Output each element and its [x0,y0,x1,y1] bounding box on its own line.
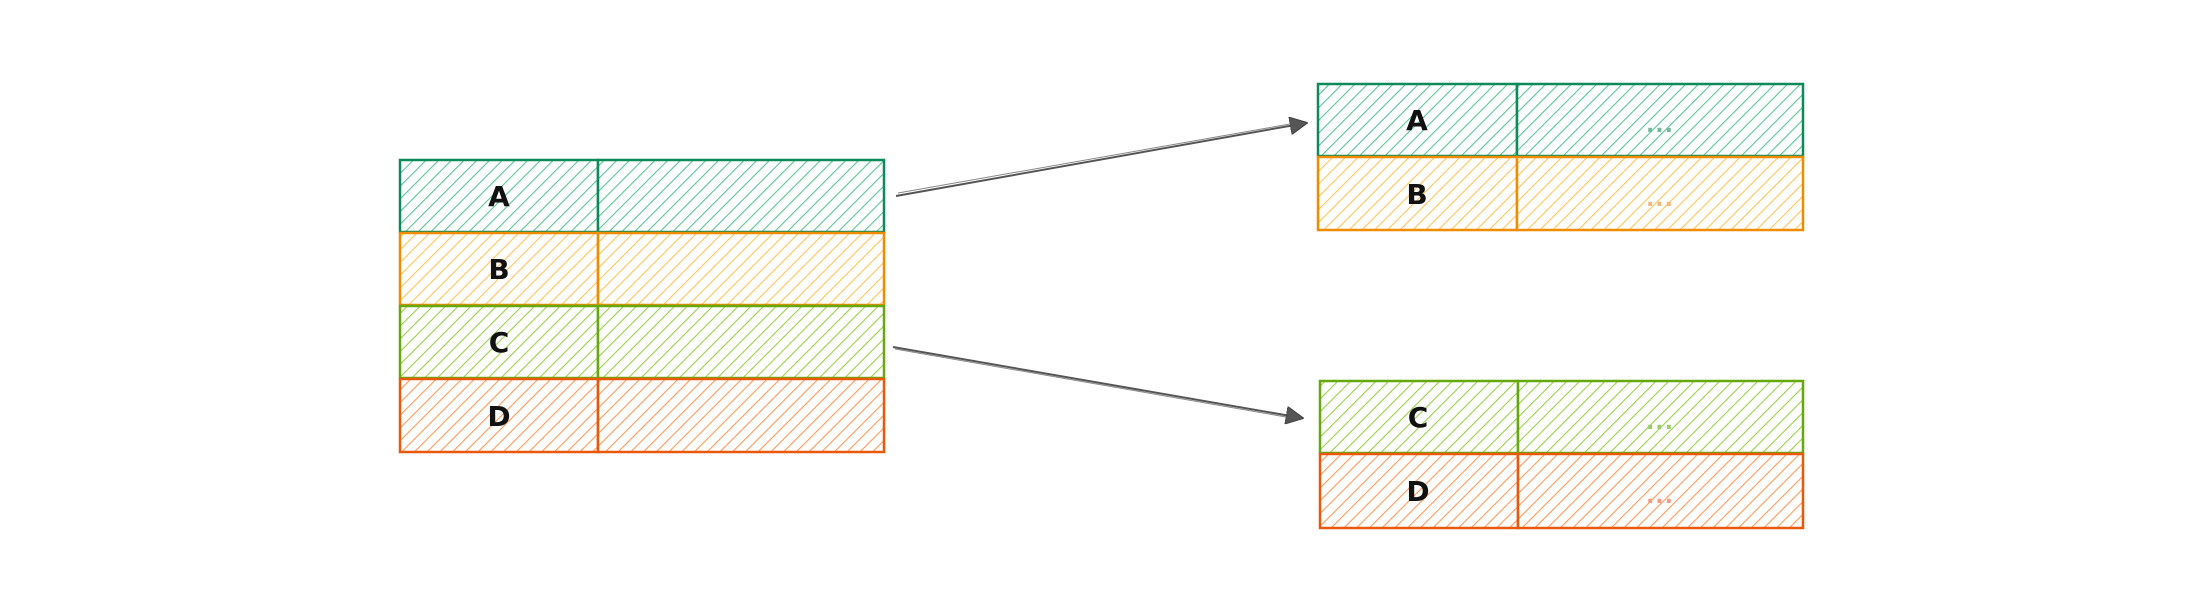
target-row-b-value-cell [1515,155,1805,232]
target-row-d: D ... [1318,452,1805,530]
source-row-b-key: B [488,253,509,286]
source-row-d: D [398,377,886,454]
source-row-a-value-cell [596,158,886,234]
target-row-a-key: A [1406,104,1428,137]
arrow-line-top [895,123,1306,197]
source-row-b-value-cell [596,231,886,307]
target-table-ab: A ... B ... [1316,82,1805,232]
source-row-c-key: C [489,326,510,359]
arrow-to-cd-table [892,346,1302,418]
target-row-b-value: ... [1646,187,1674,212]
source-row-b-key-cell [398,231,600,307]
arrow-to-ab-table [895,123,1306,197]
source-row-a: A [398,158,886,234]
source-row-b: B [398,231,886,307]
source-row-a-key-cell [398,158,600,234]
target-row-d-key: D [1406,475,1429,508]
target-row-b-key-cell [1316,155,1519,232]
source-row-d-value-cell [596,377,886,454]
target-row-a-value-cell [1515,82,1805,158]
arrow-line-bottom [892,346,1302,418]
arrow-sketch-stroke-top [897,123,1291,194]
target-row-a-value: ... [1646,113,1674,138]
target-row-c-key: C [1408,401,1429,434]
target-row-c: C ... [1318,379,1805,455]
target-row-b: B ... [1316,155,1805,232]
source-row-c: C [398,304,886,380]
source-row-c-value-cell [596,304,886,380]
target-row-c-value-cell [1516,379,1805,455]
source-table: A B C D [398,158,886,454]
target-row-c-value: ... [1646,410,1674,435]
arrow-sketch-stroke-bottom [894,348,1287,418]
target-table-cd: C ... D ... [1318,379,1805,530]
target-row-b-key: B [1406,178,1427,211]
target-row-a: A ... [1316,82,1805,158]
source-row-d-key: D [487,400,510,433]
target-row-d-value: ... [1646,484,1674,509]
source-row-a-key: A [488,180,510,213]
target-row-d-value-cell [1516,452,1805,530]
